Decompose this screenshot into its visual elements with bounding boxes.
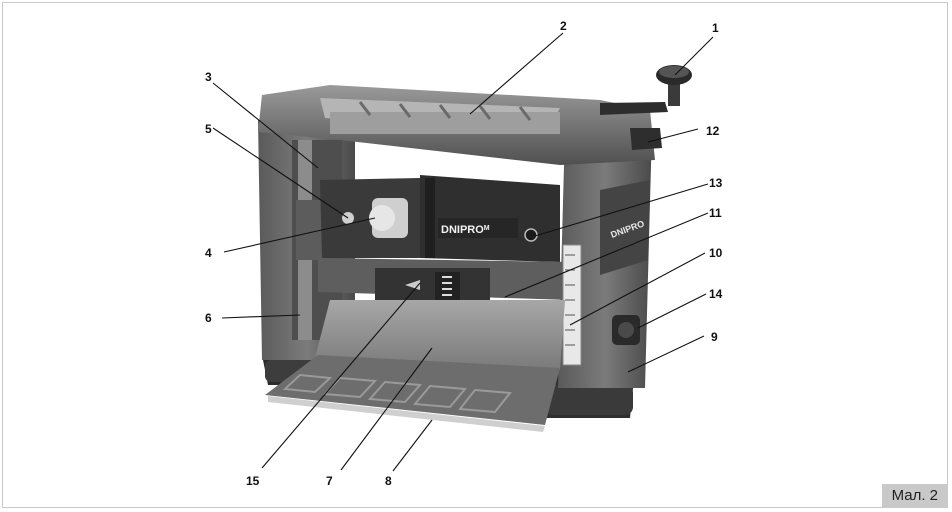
main-table [315,300,565,370]
cutter-carriage [318,258,570,303]
callout-10: 10 [709,246,723,260]
callout-13: 13 [709,176,723,190]
motor-brand-label: DNIPROM [441,224,490,236]
carrying-handle-icon [630,128,662,150]
power-switch-icon [524,228,538,242]
leader-lines [212,32,714,472]
callout-4: 4 [205,246,212,260]
callout-15: 15 [246,474,260,488]
depth-scale-icon [562,244,582,366]
callout-6: 6 [205,311,212,325]
depth-knob-icon [612,315,640,345]
callout-11: 11 [709,206,722,220]
callout-12: 12 [706,124,720,138]
callout-7: 7 [326,474,333,488]
height-crank-knob-icon [600,65,692,115]
callout-9: 9 [711,330,718,344]
top-frame [258,85,655,165]
callout-1: 1 [712,21,719,35]
motor-housing: DNIPROM [320,175,560,262]
infeed-table [265,355,560,432]
callout-2: 2 [560,19,567,33]
callout-14: 14 [709,287,723,301]
callout-labels: 1 2 3 4 5 6 7 8 9 10 11 12 13 14 15 [205,19,723,488]
figure-caption: Мал. 2 [881,484,948,508]
callout-3: 3 [205,70,212,84]
callout-5: 5 [205,122,212,136]
callout-8: 8 [385,474,392,488]
